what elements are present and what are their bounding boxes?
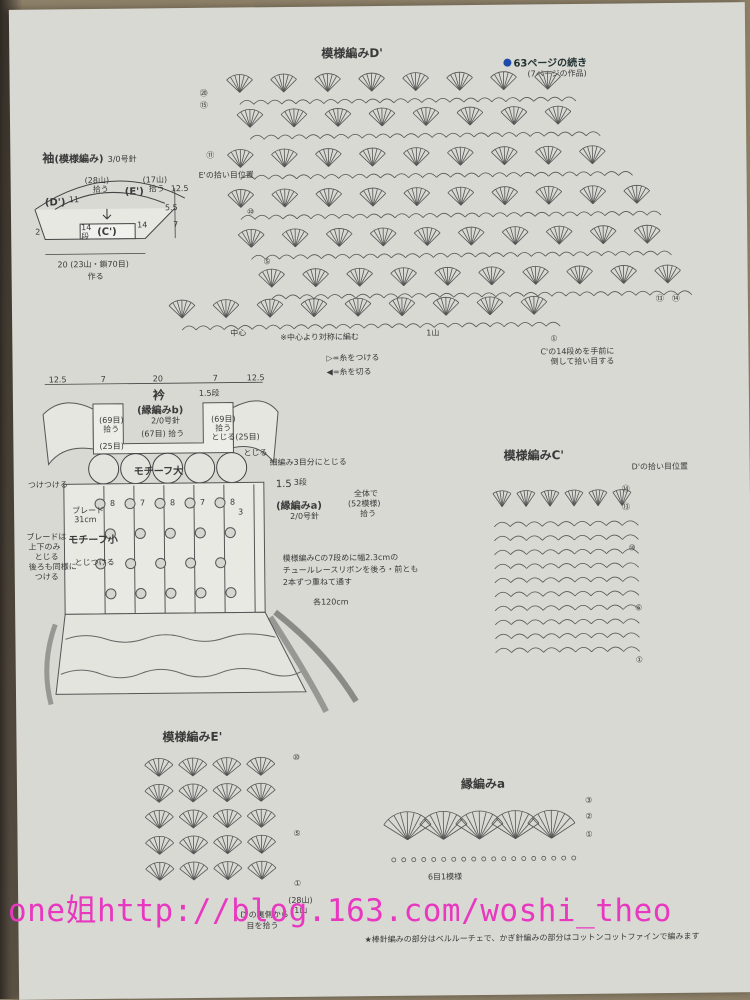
pick-25: (25目) — [99, 441, 124, 452]
pattern-c-title: 模様編みC' — [503, 446, 564, 464]
dim-7-right: 7 — [213, 374, 218, 383]
ribbon-note-3: 2本ずつ重ねて通す — [283, 576, 352, 588]
c-note-2: 倒して拾い目する — [550, 356, 614, 368]
ribbon-length: 各120cm — [313, 596, 349, 607]
row-10-marker: ⑩ — [247, 207, 254, 216]
dim-7-left: 7 — [101, 375, 106, 384]
edge-pick: 拾う — [360, 508, 376, 519]
row-14-marker: ⑭ — [672, 293, 680, 304]
c-row-14: ⑭ — [622, 483, 630, 494]
c-row-10: ⑩ — [628, 543, 635, 552]
dim-12-5-right: 12.5 — [247, 373, 265, 382]
sleeve-title-text: 袖 — [42, 151, 54, 165]
row-5-marker: ⑤ — [263, 257, 270, 266]
sleeve-needle: 3/0号針 — [108, 155, 137, 164]
dim-12-5-left: 12.5 — [49, 375, 67, 384]
ribbon-note-2: チュールレースリボンを後ろ・前とも — [283, 564, 419, 576]
col-count-4: 7 — [200, 498, 205, 507]
row-13-marker: ⑬ — [656, 293, 664, 304]
one-repeat-label: 1山 — [426, 327, 439, 338]
sleeve-bottom-2: 作る — [88, 271, 104, 282]
e-position-note: E'の拾い目位置 — [199, 169, 254, 181]
symmetric-note: ※中心より対称に編む — [280, 331, 359, 343]
col-count-2: 7 — [140, 498, 145, 507]
motif-big-label: モチーフ大 — [134, 462, 184, 478]
sleeve-pick-17b: 拾う — [149, 183, 165, 194]
row-1-marker: ① — [550, 334, 557, 343]
sleeve-dim-14: 14 — [137, 220, 147, 229]
sleeve-c-label: (C') — [97, 227, 117, 238]
a-row-3: ③ — [585, 796, 592, 805]
e-row-10: ⑩ — [293, 753, 300, 762]
pattern-e-chart — [145, 747, 287, 898]
sleeve-dim-7: 7 — [173, 220, 178, 229]
sleeve-rows-label: 段 — [81, 231, 89, 242]
sleeve-e-label: (E') — [125, 186, 144, 197]
tsuke-label: つけつける — [28, 479, 68, 490]
col-count-1: 8 — [110, 499, 115, 508]
watermark-text: one姐http://blog.163.com/woshi_theo — [8, 885, 672, 930]
left-note-5: つける — [35, 571, 59, 582]
dim-20: 20 — [153, 374, 163, 383]
a-row-2: ② — [585, 812, 592, 821]
edge-rows-2: 3段 — [294, 477, 307, 488]
ribbon-note-1: 模様編みCの7段めに幅2.3cmの — [283, 552, 399, 564]
sleeve-dim-12-5: 12.5 — [171, 184, 189, 193]
braid-length: 31cm — [74, 515, 96, 524]
c-row-13: ⑬ — [622, 501, 630, 512]
a-row-1: ① — [585, 830, 592, 839]
edge-needle: 2/0号針 — [290, 511, 319, 522]
edge-rows: 1.5 — [276, 479, 292, 490]
motif-small-note: とじつける — [75, 557, 115, 568]
collar-rows: 1.5段 — [199, 388, 220, 399]
edge-a-title: 縁編みa — [461, 775, 505, 792]
sleeve-d-label: (D') — [45, 197, 66, 208]
sleeve-pattern: (模様編み) — [54, 154, 103, 166]
sleeve-dim-11: 11 — [69, 195, 79, 204]
toji-label: とじる — [243, 447, 267, 458]
row-15-marker: ⑮ — [200, 100, 208, 111]
col-count-6: 3 — [238, 507, 243, 516]
pattern-c-note: D'の拾い目位置 — [632, 461, 688, 473]
col-count-5: 8 — [230, 498, 235, 507]
c-row-5: ⑤ — [635, 603, 642, 612]
c-row-1: ① — [636, 655, 643, 664]
sleeve-dim-5-5: 5.5 — [165, 203, 178, 212]
motif-big-note: 細編み3目分にとじる — [270, 456, 347, 468]
pick-67: (67目) 拾う — [141, 428, 184, 439]
sleeve-bottom-1: 20 (23山・鎖70目) — [57, 259, 128, 271]
attach-yarn-text: =糸をつける — [333, 353, 380, 362]
edge-a-repeat: 6目1模様 — [428, 871, 462, 882]
motif-small-label: モチーフ小 — [68, 531, 118, 547]
row-20-marker: ⑳ — [200, 88, 208, 99]
e-row-5: ⑤ — [293, 829, 300, 838]
pick-69-left-b: 拾う — [103, 424, 119, 435]
sleeve-title: 袖(模様編み) 3/0号針 — [42, 149, 136, 167]
center-label: 中心 — [230, 327, 246, 338]
col-count-3: 8 — [170, 498, 175, 507]
sleeve-pick-28b: 拾う — [93, 184, 109, 195]
pattern-c-chart — [484, 465, 636, 667]
sleeve-dim-2: 2 — [35, 228, 40, 237]
collar-needle: 2/0号針 — [151, 415, 180, 426]
pattern-e-title: 模様編みE' — [162, 728, 222, 746]
attach-yarn-legend: ▷=糸をつける — [326, 352, 379, 364]
magazine-page: 模様編みD' 63ページの続き (7ページの作品) ⑳ ⑮ ⑪ ⑩ ⑤ ① ⑬ … — [9, 2, 750, 1000]
footer-note: ★棒針編みの部分はベルルーチェで、かぎ針編みの部分はコットンコットファインで編み… — [365, 931, 700, 946]
edge-a-chart — [387, 792, 588, 874]
toji-25: とじる(25目) — [211, 431, 260, 443]
row-11-marker: ⑪ — [206, 150, 214, 161]
